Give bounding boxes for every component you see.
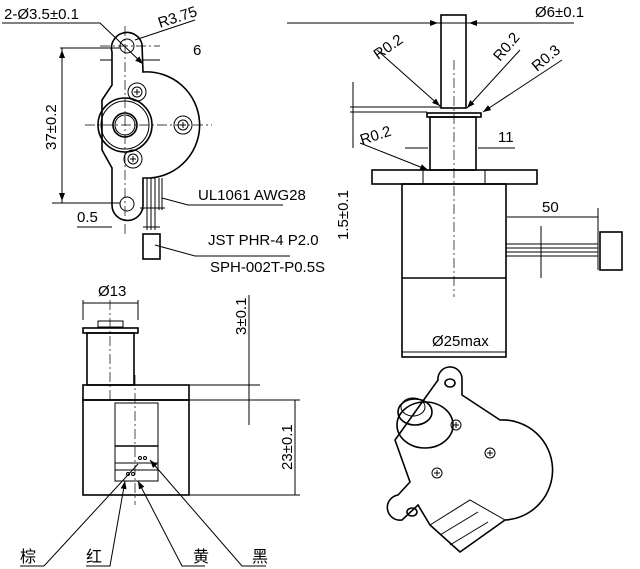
front-view: 2-Ø3.5±0.1 R3.75 6 37±0.2 0.5 UL1061 AWG… bbox=[2, 3, 325, 276]
offset-label: 6 bbox=[193, 42, 201, 59]
body-diameter-label: Ø25max bbox=[432, 333, 489, 350]
connector-spec-label: JST PHR-4 P2.0 bbox=[208, 232, 319, 249]
connector bbox=[142, 233, 161, 260]
connector bbox=[599, 231, 623, 271]
flange bbox=[371, 169, 538, 185]
terminal-spec-label: SPH-002T-P0.5S bbox=[210, 259, 325, 276]
radius-label: R0.2 bbox=[490, 29, 523, 64]
wire-color-brown: 棕 bbox=[20, 547, 36, 566]
motor-body bbox=[401, 183, 507, 358]
top-view: Ø13 3±0.1 23±0.1 棕 红 黄 黑 bbox=[20, 283, 300, 567]
wire-color-black: 黑 bbox=[252, 547, 268, 566]
hole-spec-label: 2-Ø3.5±0.1 bbox=[4, 6, 79, 23]
wire-spec-label: UL1061 AWG28 bbox=[198, 187, 306, 204]
radius-label: R3.75 bbox=[156, 3, 199, 32]
motor-body bbox=[82, 399, 190, 496]
shaft-diameter-label: Ø6±0.1 bbox=[535, 4, 584, 21]
shaft bbox=[440, 14, 467, 109]
lead-length-label: 50 bbox=[542, 199, 559, 216]
flange-thickness-label: 1.5±0.1 bbox=[335, 190, 352, 240]
gap-label: 0.5 bbox=[77, 209, 98, 226]
hub-width-label: 11 bbox=[498, 129, 514, 146]
screw-icon bbox=[123, 149, 143, 169]
mount-hole-bottom bbox=[119, 196, 135, 212]
wire-color-red: 红 bbox=[86, 547, 102, 566]
screw-icon bbox=[127, 82, 147, 102]
wire-color-yellow: 黄 bbox=[193, 547, 209, 566]
radius-label: R0.2 bbox=[371, 31, 407, 63]
hub bbox=[429, 116, 477, 171]
flange bbox=[82, 384, 190, 401]
side-view: Ø6±0.1 R0.2 R0.2 R0.3 R0.2 11 1.5±0.1 50… bbox=[287, 4, 623, 358]
shaft-height-label: 3±0.1 bbox=[233, 298, 250, 335]
isometric-view bbox=[386, 366, 554, 554]
hole-pitch-label: 37±0.2 bbox=[43, 104, 60, 150]
radius-label: R0.2 bbox=[358, 123, 393, 149]
body-height-label: 23±0.1 bbox=[279, 424, 296, 470]
hub-diameter-label: Ø13 bbox=[98, 283, 126, 300]
hub bbox=[86, 332, 135, 386]
